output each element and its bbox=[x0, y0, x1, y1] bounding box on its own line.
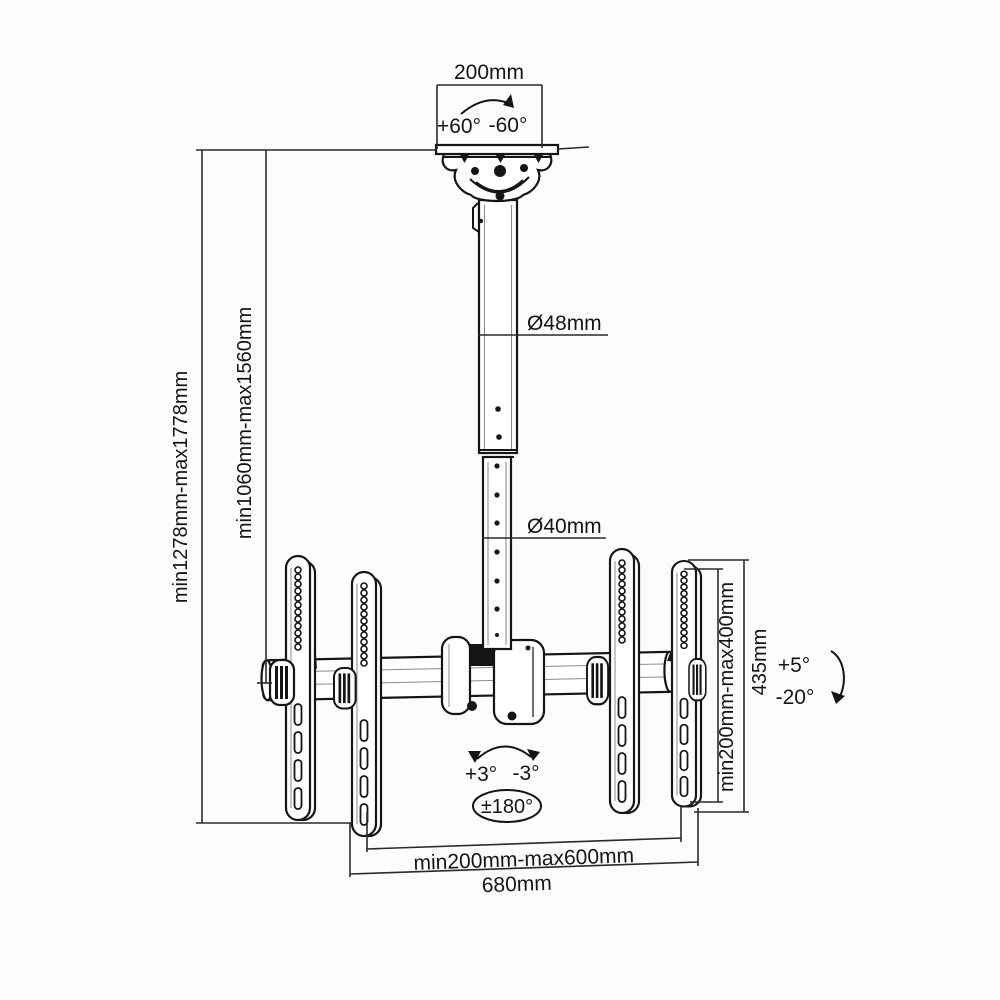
label-rotation-range: ±180° bbox=[481, 796, 533, 818]
vesa-arm-rear-right bbox=[608, 547, 641, 815]
label-lower-pole-diameter: Ø40mm bbox=[527, 515, 602, 538]
label-overall-height-range: min1278mm-max1778mm bbox=[170, 371, 192, 603]
label-crossbar-length: 680mm bbox=[481, 872, 552, 897]
labels: 200mm +60° -60° Ø48mm Ø40mm min1278mm-ma… bbox=[170, 61, 814, 897]
label-bracket-hole-height-range: min200mm-max400mm bbox=[716, 582, 738, 792]
telescopic-pole bbox=[472, 198, 519, 651]
clamp-knob-1 bbox=[268, 658, 296, 707]
angle-arrows bbox=[460, 94, 845, 823]
label-swivel-positive: +60° bbox=[437, 115, 481, 138]
label-plate-width: 200mm bbox=[454, 61, 524, 84]
label-level-positive: +3° bbox=[465, 763, 497, 786]
level-arc bbox=[468, 745, 540, 763]
clamp-knob-4 bbox=[687, 657, 707, 702]
label-tilt-negative: -20° bbox=[776, 686, 815, 709]
vesa-arm-front-right bbox=[667, 559, 703, 808]
clamp-knob-2 bbox=[333, 667, 357, 710]
dimension-lines bbox=[196, 84, 749, 877]
vesa-arm-rear-left bbox=[284, 554, 317, 822]
clamp-knob-3 bbox=[585, 655, 610, 706]
rotation-ellipse bbox=[472, 789, 542, 823]
mount-drawing bbox=[260, 143, 707, 838]
vesa-arm-front-left bbox=[350, 570, 383, 838]
label-upper-pole-diameter: Ø48mm bbox=[527, 312, 602, 335]
ceiling-plate bbox=[434, 143, 560, 203]
label-tilt-positive: +5° bbox=[778, 654, 810, 677]
label-mount-width-range: min200mm-max600mm bbox=[413, 844, 634, 875]
label-bracket-total-height: 435mm bbox=[749, 629, 771, 696]
label-swivel-negative: -60° bbox=[489, 114, 528, 137]
tilt-arc bbox=[830, 650, 845, 704]
swivel-arc bbox=[460, 94, 514, 115]
label-level-negative: -3° bbox=[512, 762, 539, 785]
label-pole-height-range: min1060mm-max1560mm bbox=[234, 307, 256, 539]
